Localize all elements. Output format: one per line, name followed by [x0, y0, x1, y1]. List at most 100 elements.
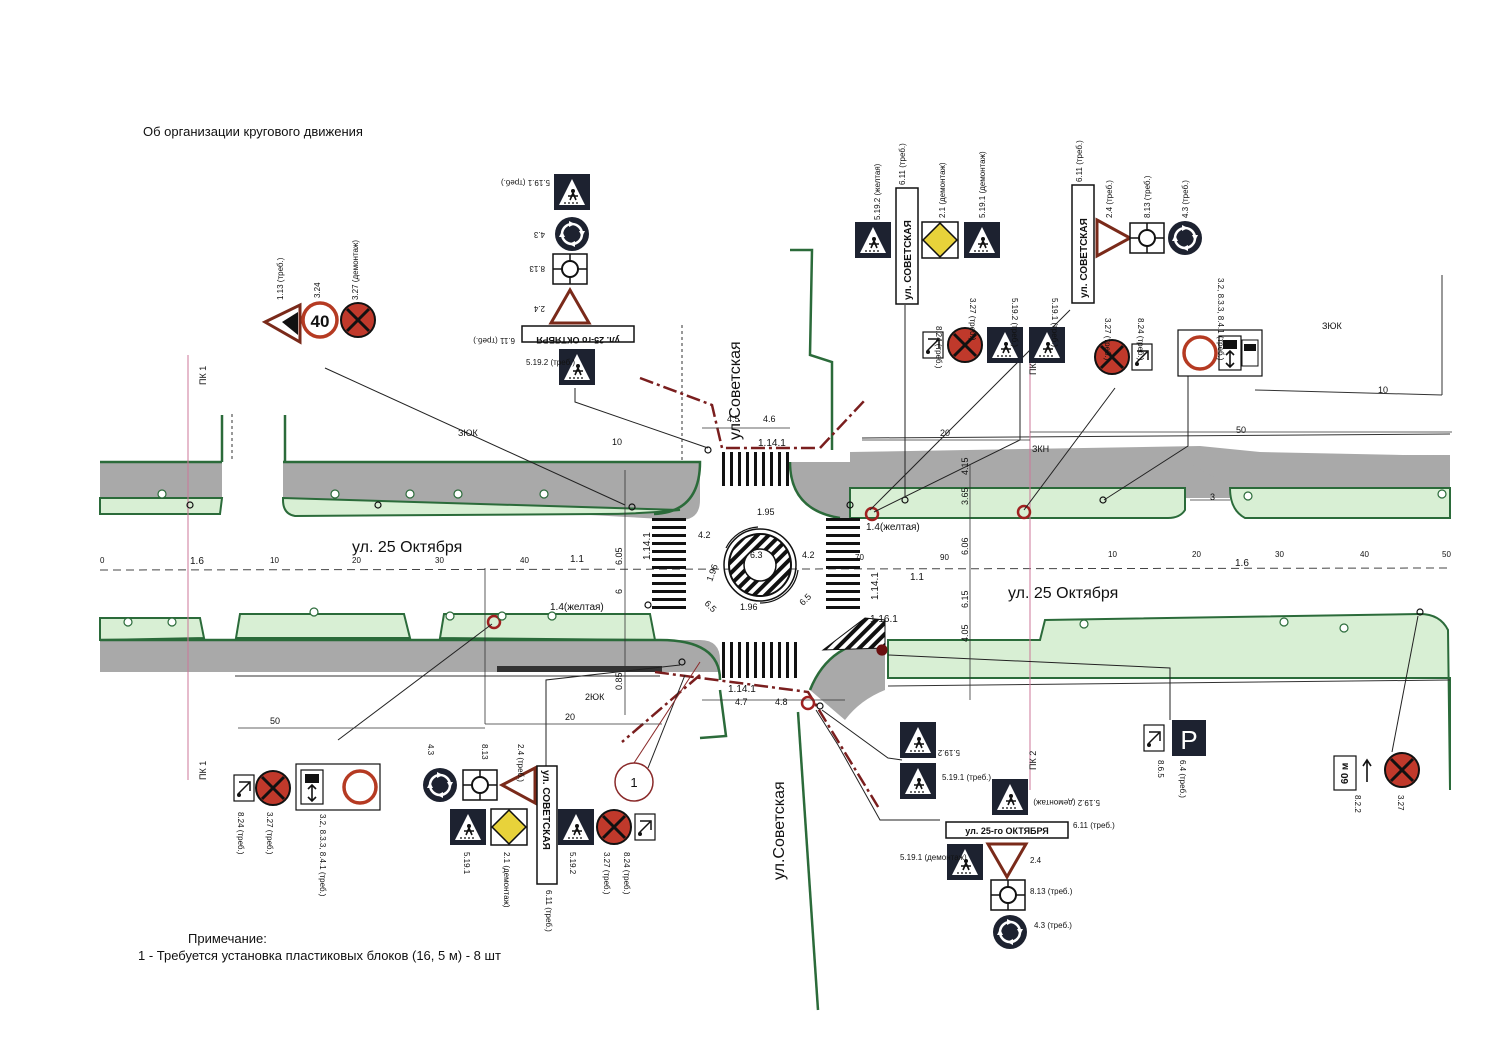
no-stopping-icon — [1383, 751, 1421, 789]
sign-label: 2.4 — [1030, 856, 1042, 865]
sign-label: 8.24 (треб.) — [1136, 318, 1145, 361]
sign-label: 5.19.1 (демонтаж) — [978, 151, 987, 218]
sign-label: 5.19.1 (треб.) — [501, 178, 550, 187]
sign-label: 8.2.2 — [1353, 795, 1362, 813]
sign-group-se-2: ул. 25-го ОКТЯБРЯ 5.19.2 (демонтаж) 6.11… — [900, 778, 1115, 951]
main-road-icon — [921, 221, 959, 259]
svg-text:P: P — [1180, 725, 1197, 755]
triangle-island-hatch — [821, 617, 886, 651]
object-2yuk: 2ЮК — [585, 692, 605, 702]
dim-4-6: 4.6 — [763, 414, 776, 424]
sign-group-nw-stack: ул. 25-го ОКТЯБРЯ 5.19.1 (треб.) 4.3 8.1… — [473, 173, 635, 386]
marking-1-16-1: 1.16.1 — [870, 614, 898, 625]
pedestrian-crossing-icon — [963, 221, 1001, 259]
pedestrian-crossing-icon — [449, 808, 487, 846]
callout-label: 1 — [630, 775, 637, 790]
yield-sign-icon — [1095, 217, 1134, 259]
sign-label: 6.11 (треб.) — [898, 143, 907, 185]
sign-group-se-4: 60 м 3.27 8.2.2 — [1333, 751, 1421, 813]
sign-label: 4.3 (треб.) — [1181, 180, 1190, 218]
tick: 10 — [270, 556, 279, 565]
speed-limit-value: 40 — [311, 312, 330, 331]
trees — [123, 489, 1447, 633]
tow-away-icon — [634, 813, 656, 841]
street-cross-top: ул.Советская — [727, 341, 744, 440]
pedestrian-crossing-icon — [557, 808, 595, 846]
main-road-icon — [490, 808, 528, 846]
marking-1-14-1-right: 1.14.1 — [870, 572, 881, 600]
object-zkn: ЗКН — [1032, 444, 1049, 454]
tick: 0 — [100, 556, 105, 565]
tick: 70 — [855, 553, 864, 562]
sign-label: 6.4 (треб.) — [1178, 760, 1187, 798]
no-stopping-icon — [339, 301, 377, 339]
sign-label: 8.6.5 — [1156, 760, 1165, 778]
sign-group-se-3: P 6.4 (треб.) 8.6.5 — [1143, 720, 1206, 798]
dim-3-65: 3.65 — [960, 487, 970, 505]
sign-label: 6.11 (треб.) — [1075, 140, 1084, 182]
sign-label: 2.4 (треб.) — [1105, 180, 1114, 218]
dim-20-bottom: 20 — [565, 712, 575, 722]
tow-away-icon — [233, 774, 255, 802]
sign-label: 8.24 (треб.) — [934, 326, 943, 369]
pk1-bottom: ПК 1 — [198, 761, 208, 780]
yield-sign-icon — [549, 288, 591, 325]
sign-label: 3.27 (треб.) — [265, 812, 274, 855]
street-plate-ne-1 — [895, 187, 919, 305]
tick: 40 — [1360, 550, 1369, 559]
marking-1-14-1-top: 1.14.1 — [758, 438, 786, 449]
street-main-left: ул. 25 Октября — [352, 539, 462, 556]
tick: 30 — [1275, 550, 1284, 559]
marking-1-6-left: 1.6 — [190, 556, 204, 567]
marking-1-4-right: 1.4(желтая) — [866, 522, 920, 533]
dim-6-15: 6.15 — [960, 590, 970, 608]
sign-group-sw-2: ул. СОВЕТСКАЯ 4.3 8.13 2.4 (треб.) 5.19.… — [421, 744, 656, 932]
roundabout — [723, 526, 799, 604]
pk1-top: ПК 1 — [198, 366, 208, 385]
note-heading: Примечание: — [188, 931, 267, 946]
street-plate-sw — [536, 765, 558, 885]
ring-plate-icon — [990, 879, 1026, 911]
street-plate-label: ул. СОВЕТСКАЯ — [903, 220, 914, 300]
sign-label: 3.27 (треб.) — [602, 852, 611, 895]
dim-r-1-95: 1.95 — [757, 507, 775, 517]
street-cross-bottom: ул.Советская — [771, 781, 788, 880]
street-plate-se — [945, 821, 1069, 839]
dim-4-7: 4.7 — [735, 697, 748, 707]
sign-group-nw: 40 1.13 (треб.) 3.24 3.27 (демонтаж) — [261, 240, 377, 345]
dim-r-4-2-right: 4.2 — [802, 550, 815, 560]
no-vehicles-icon — [1182, 335, 1218, 371]
note-block: Примечание: 1 - Требуется установка плас… — [138, 930, 501, 964]
note-line: 1 - Требуется установка пластиковых блок… — [138, 948, 501, 963]
sign-label: 5.19.1 (демонтаж) — [900, 853, 967, 862]
sign-label: 3.2, 8.3.3, 8.4.1 (треб.) — [318, 814, 327, 897]
dim-6-06: 6.06 — [960, 537, 970, 555]
dim-4-5: 4.5 — [727, 414, 740, 424]
dim-4-8: 4.8 — [775, 697, 788, 707]
pk2-top: ПК 2 — [1028, 356, 1038, 375]
tick: 20 — [1192, 550, 1201, 559]
tick: 40 — [520, 556, 529, 565]
tick: 10 — [1108, 550, 1117, 559]
dim-4-15: 4.15 — [960, 457, 970, 475]
dim-20-top: 20 — [940, 428, 950, 438]
sign-group-se-1: 5.19.2 5.19.1 (треб.) — [899, 721, 991, 800]
sign-label: 5.19.1 — [462, 852, 471, 875]
dim-r-6-5-a: 6.5 — [703, 598, 719, 614]
dim-r-4-2-left: 4.2 — [698, 530, 711, 540]
sign-label: 6.11 (треб.) — [1073, 821, 1115, 830]
street-plate-label: ул. СОВЕТСКАЯ — [540, 770, 551, 850]
marking-labels: 1.14.1 1.14.1 1.14.1 1.14.1 1.16.1 1.4(ж… — [190, 438, 1249, 695]
no-stopping-icon — [595, 808, 633, 846]
sign-group-ne-4: 3.27 (треб.) 8.24 (треб.) — [1093, 318, 1153, 376]
tick: 50 — [1442, 550, 1451, 559]
street-plate-nw — [521, 325, 635, 343]
sign-label: 5.19.2 (демонтаж) — [1033, 798, 1100, 807]
sign-label: 3.27 (треб.) — [968, 298, 977, 341]
sign-label: 8.24 (треб.) — [236, 812, 245, 855]
pedestrian-crossing-icon — [946, 843, 984, 881]
distance-plate — [1333, 755, 1357, 791]
dim-r-6-3: 6.3 — [750, 550, 763, 560]
street-plate-nw-label: ул. 25-го ОКТЯБРЯ — [536, 335, 620, 345]
ring-plate-icon — [462, 769, 498, 801]
